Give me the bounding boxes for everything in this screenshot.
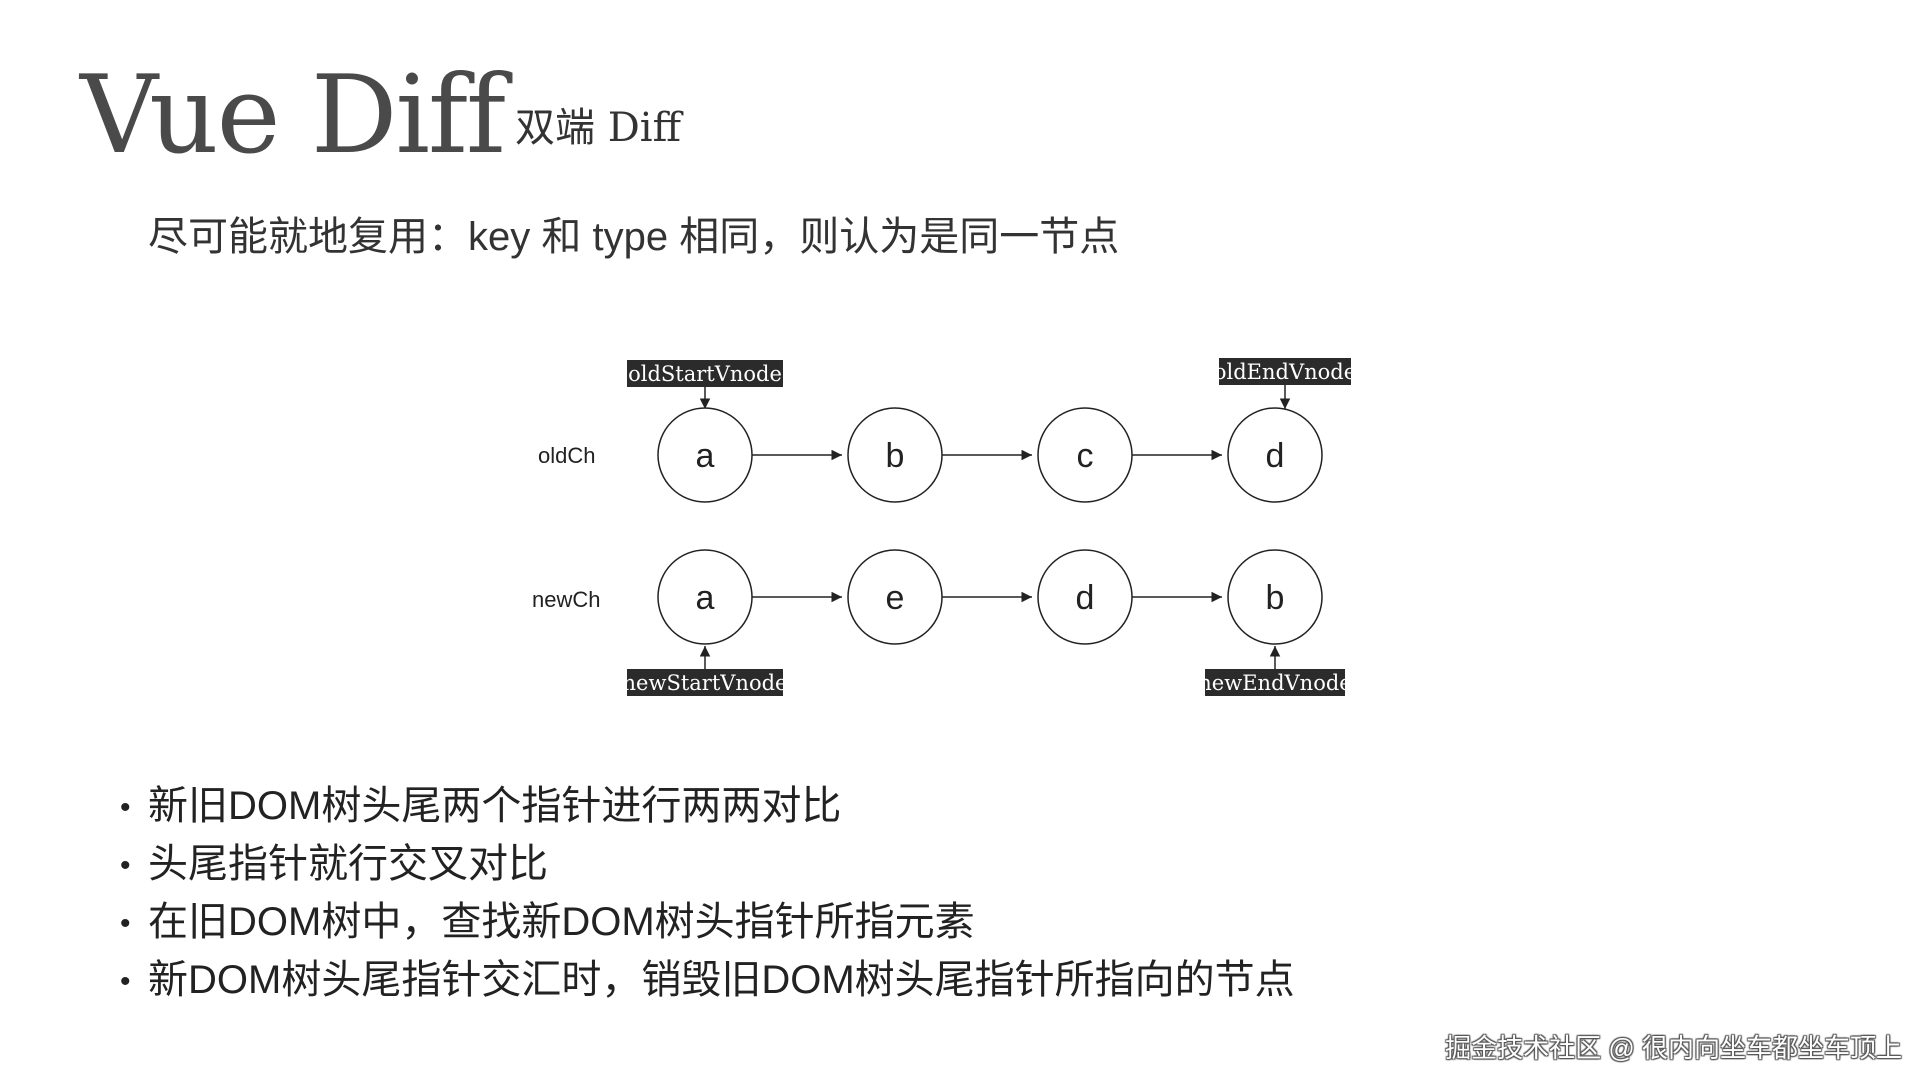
pointer-new-start: newStartVnode — [623, 646, 788, 696]
pointer-new-start-label: newStartVnode — [623, 671, 788, 695]
diff-diagram: oldStartVnode oldEndVnode oldCh newCh a — [515, 335, 1355, 715]
bullet-marker: • — [120, 907, 131, 940]
pointer-new-end-label: newEndVnode — [1198, 671, 1351, 695]
new-node: b — [1227, 549, 1323, 645]
watermark: 掘金技术社区 @ 很内向坐车都坐车顶上 — [1445, 1033, 1902, 1063]
old-node: a — [657, 407, 753, 503]
old-node: b — [847, 407, 943, 503]
pointer-label-bg — [1205, 669, 1345, 696]
pointer-old-start: oldStartVnode — [627, 360, 783, 409]
bullet-item: • 头尾指针就行交叉对比 — [120, 836, 1295, 894]
new-node: d — [1037, 549, 1133, 645]
new-node-label: b — [1266, 579, 1285, 617]
bullet-text: 在旧DOM树中，查找新DOM树头指针所指元素 — [148, 900, 975, 944]
bullet-text: 头尾指针就行交叉对比 — [148, 842, 548, 886]
bullet-marker: • — [120, 965, 131, 998]
old-node-label: c — [1077, 437, 1094, 475]
new-node: e — [847, 549, 943, 645]
pointer-label-bg — [627, 360, 783, 387]
old-node-label: b — [886, 437, 905, 475]
pointer-label-bg — [1219, 358, 1351, 385]
bullet-list: • 新旧DOM树头尾两个指针进行两两对比 • 头尾指针就行交叉对比 • 在旧DOM树中… — [120, 778, 1295, 1010]
old-node-label: d — [1266, 437, 1285, 475]
pointer-new-end: newEndVnode — [1198, 646, 1352, 696]
pointer-old-end-label: oldEndVnode — [1214, 360, 1355, 384]
old-node: c — [1037, 407, 1133, 503]
old-node-label: a — [696, 437, 715, 475]
new-node-label: e — [886, 579, 905, 617]
bullet-text: 新旧DOM树头尾两个指针进行两两对比 — [148, 784, 842, 828]
bullet-item: • 在旧DOM树中，查找新DOM树头指针所指元素 — [120, 894, 1295, 952]
new-node-label: d — [1076, 579, 1095, 617]
old-node: d — [1227, 407, 1323, 503]
bullet-marker: • — [120, 791, 131, 824]
bullet-item: • 新DOM树头尾指针交汇时，销毁旧DOM树头尾指针所指向的节点 — [120, 952, 1295, 1010]
row-label-oldch: oldCh — [538, 443, 595, 468]
lead-text: 尽可能就地复用：key 和 type 相同，则认为是同一节点 — [148, 215, 1120, 259]
slide-title: Vue Diff — [80, 53, 506, 178]
pointer-old-start-label: oldStartVnode — [628, 362, 782, 386]
pointer-old-end: oldEndVnode — [1214, 358, 1355, 409]
bullet-text: 新DOM树头尾指针交汇时，销毁旧DOM树头尾指针所指向的节点 — [148, 958, 1295, 1002]
bullet-marker: • — [120, 849, 131, 882]
diff-diagram-svg: oldStartVnode oldEndVnode oldCh newCh a — [532, 358, 1355, 696]
row-label-newch: newCh — [532, 587, 600, 612]
slide-subtitle: 双端 Diff — [515, 105, 681, 151]
bullet-item: • 新旧DOM树头尾两个指针进行两两对比 — [120, 778, 1295, 836]
new-node-label: a — [696, 579, 715, 617]
pointer-label-bg — [627, 669, 783, 696]
new-node: a — [657, 549, 753, 645]
